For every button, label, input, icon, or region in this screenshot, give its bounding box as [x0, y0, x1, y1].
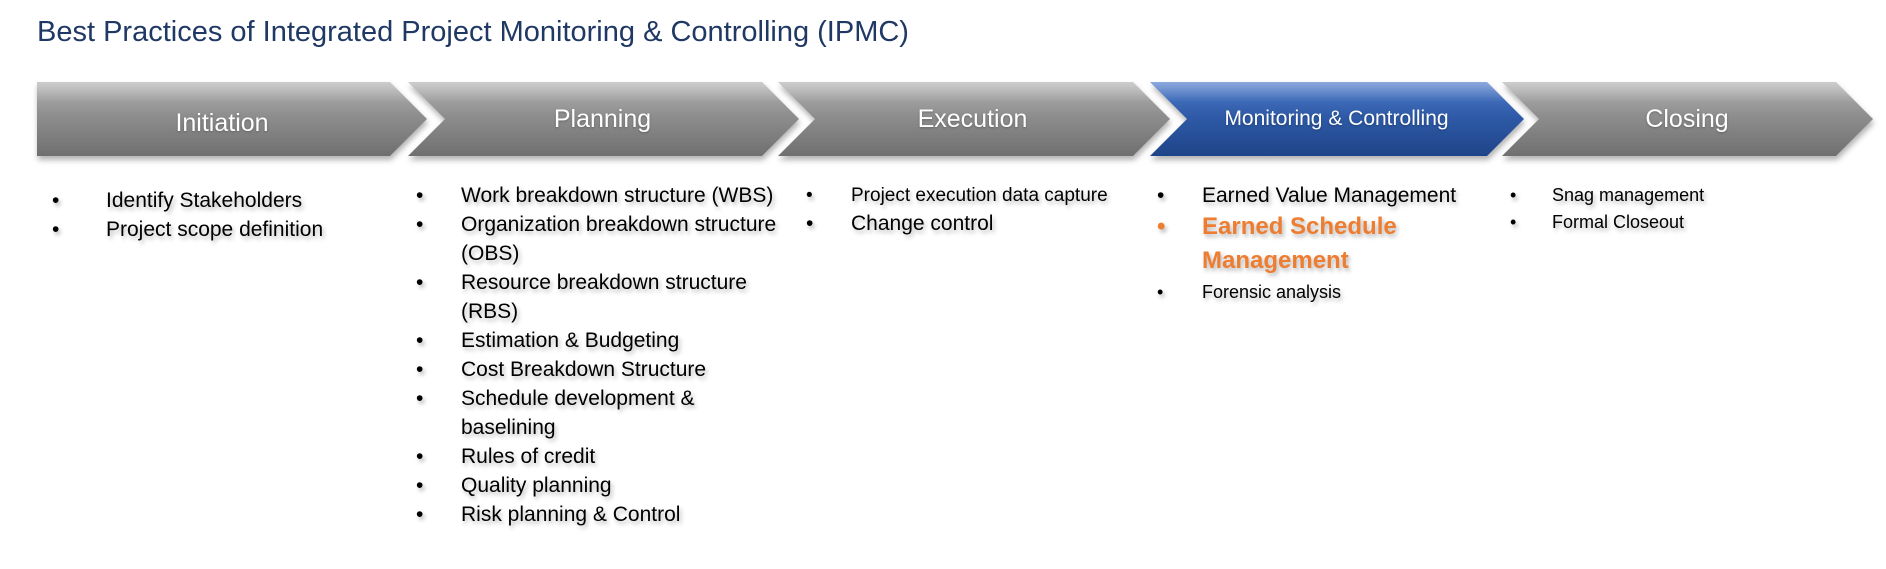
list-item: •Change control — [806, 212, 994, 235]
list-item: •Cost Breakdown Structure — [416, 358, 707, 381]
list-item: •Rules of credit — [416, 445, 596, 468]
list-item: •Estimation & Budgeting — [416, 329, 680, 352]
process-chevron-flow — [37, 82, 1873, 156]
list-item: •Risk planning & Control — [416, 503, 681, 526]
list-item: •Quality planning — [416, 474, 612, 497]
list-item: •Schedule development & baselining — [416, 387, 695, 439]
list-item: •Snag management — [1510, 185, 1705, 205]
list-item: •Project execution data capture — [806, 185, 1108, 206]
stage-chevron-planning[interactable] — [408, 82, 799, 156]
list-item: •Earned Value Management — [1157, 184, 1457, 207]
stage-items-execution: •Project execution data capture •Change … — [806, 182, 1108, 238]
list-item: •Identify Stakeholders — [52, 189, 303, 212]
list-item: •Resource breakdown structure (RBS) — [416, 271, 747, 323]
stage-chevron-initiation[interactable] — [37, 82, 427, 156]
list-item: •Project scope definition — [52, 218, 324, 241]
stage-label-monitoring-controlling: Monitoring & Controlling — [1224, 107, 1449, 130]
stage-items-initiation: •Identify Stakeholders •Project scope de… — [52, 186, 323, 244]
list-item: •Work breakdown structure (WBS) — [416, 184, 774, 207]
list-item: •Forensic analysis — [1157, 282, 1342, 302]
page-title: Best Practices of Integrated Project Mon… — [37, 16, 909, 48]
stage-label-execution: Execution — [917, 104, 1028, 133]
stage-items-planning: •Work breakdown structure (WBS) •Organiz… — [416, 181, 813, 529]
stage-chevron-monitoring-controlling[interactable] — [1150, 82, 1524, 156]
stage-label-closing: Closing — [1645, 104, 1729, 133]
stage-chevron-closing[interactable] — [1502, 82, 1873, 156]
list-item-highlighted: •Earned Schedule Management — [1157, 213, 1397, 274]
stage-chevron-execution[interactable] — [778, 82, 1170, 156]
list-item: •Formal Closeout — [1510, 212, 1685, 232]
list-item: •Organization breakdown structure (OBS) — [416, 213, 777, 265]
stage-label-initiation: Initiation — [175, 108, 269, 137]
stage-items-closing: •Snag management •Formal Closeout — [1510, 182, 1704, 236]
stage-items-monitoring-controlling: •Earned Value Management •Earned Schedul… — [1157, 181, 1462, 306]
stage-label-planning: Planning — [553, 104, 652, 133]
